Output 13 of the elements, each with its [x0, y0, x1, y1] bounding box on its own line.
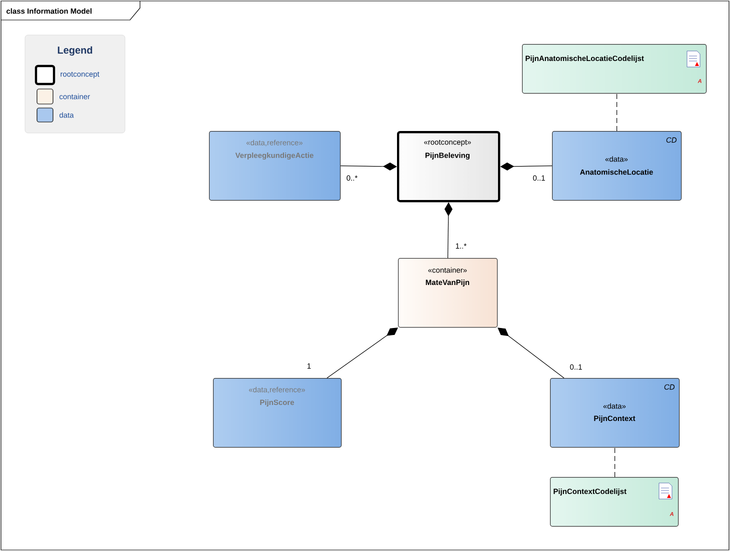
- class-box: [398, 258, 498, 328]
- composition-line: [498, 328, 564, 378]
- class-box: [522, 44, 707, 94]
- class-box: [550, 477, 679, 527]
- class-box: [209, 131, 341, 201]
- class-box: [213, 378, 342, 448]
- class-box: [552, 131, 682, 201]
- dependency-line: [616, 93, 618, 132]
- composition-line: [340, 162, 397, 170]
- dependency-line: [614, 447, 616, 478]
- composition-line: [326, 328, 398, 378]
- class-box: [550, 378, 680, 448]
- class-box: [397, 131, 500, 202]
